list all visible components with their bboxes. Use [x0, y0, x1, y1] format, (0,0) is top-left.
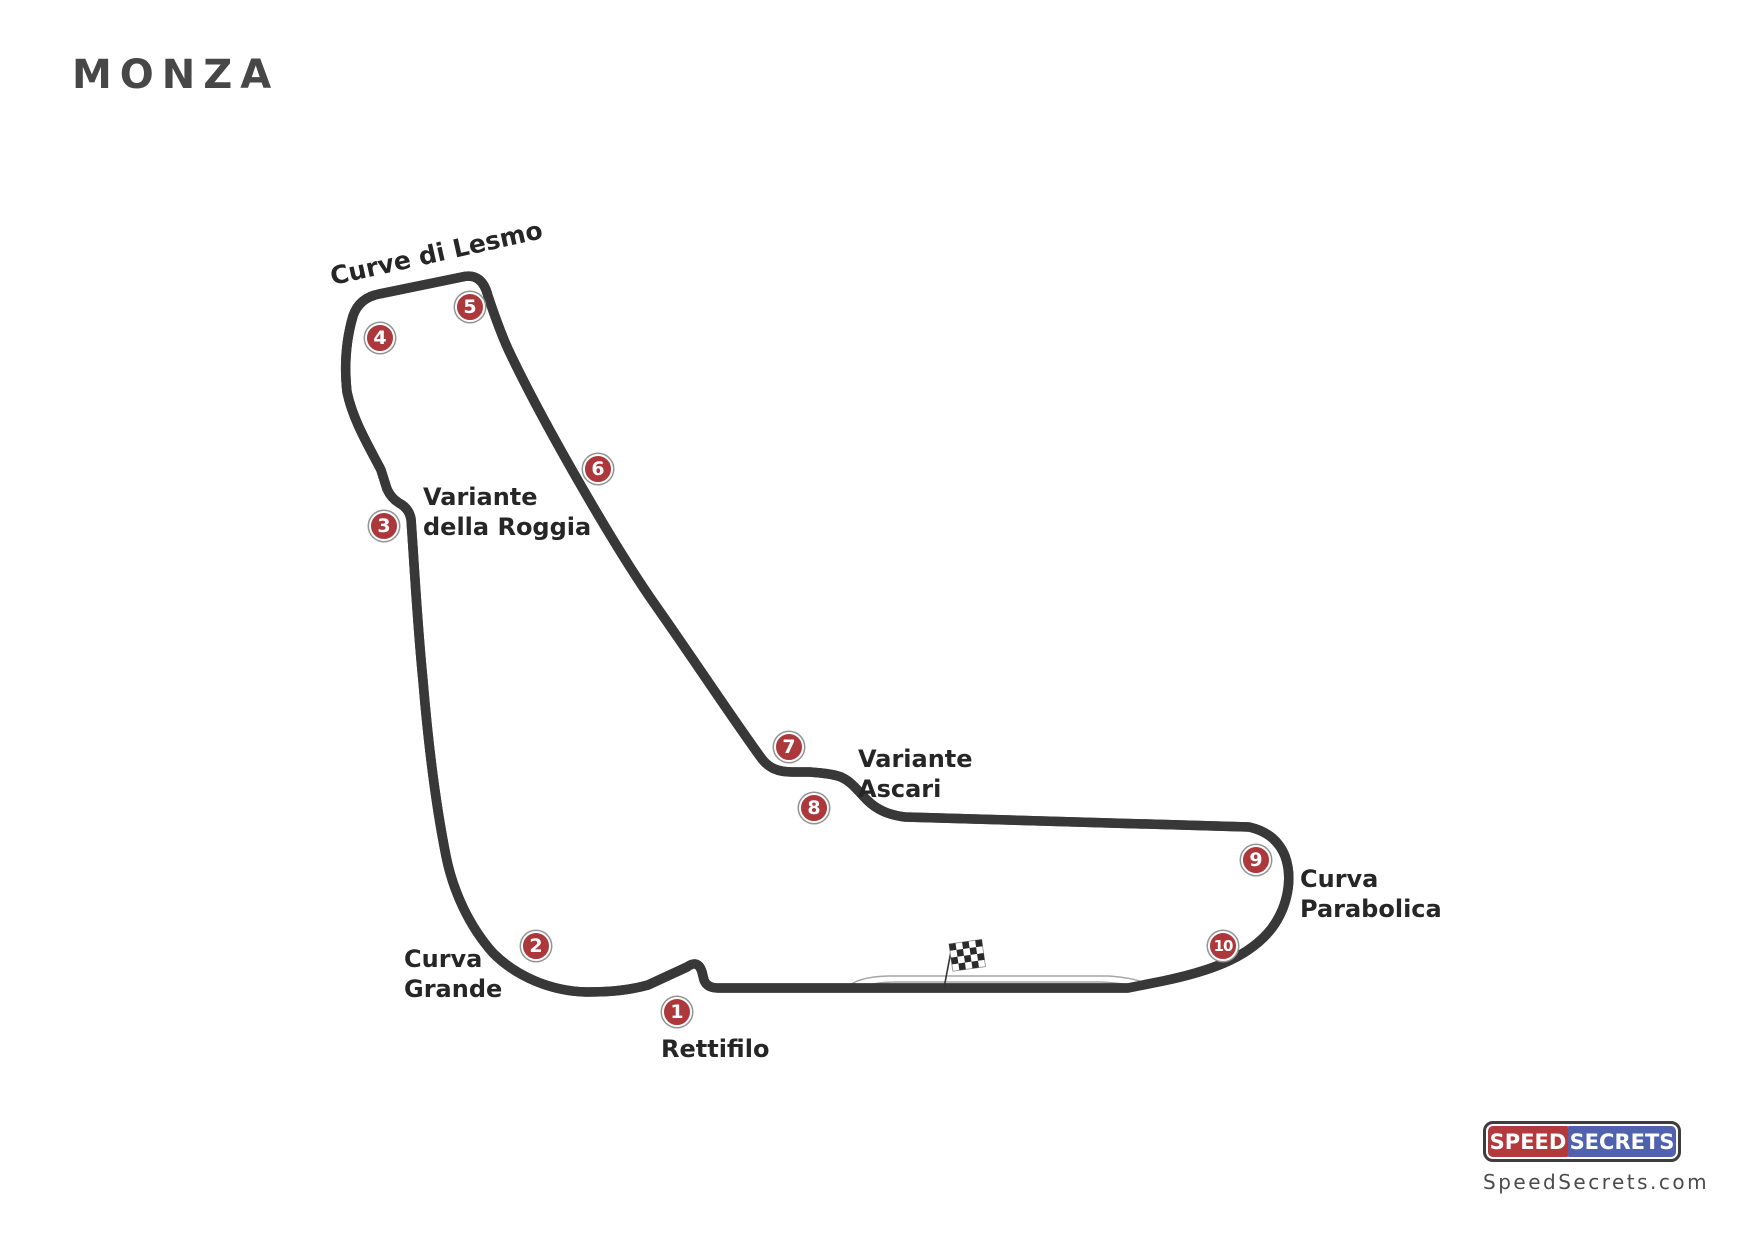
- label-line: Parabolica: [1300, 895, 1442, 923]
- logo-secrets-text: SECRETS: [1568, 1126, 1676, 1157]
- corner-marker-7: 7: [774, 732, 804, 762]
- label-variante-ascari: Variante Ascari: [858, 744, 973, 804]
- corner-marker-4: 4: [365, 323, 395, 353]
- corner-marker-2: 2: [521, 931, 551, 961]
- corner-marker-6: 6: [583, 454, 613, 484]
- label-line: Variante: [858, 745, 973, 773]
- corner-marker-1: 1: [662, 997, 692, 1027]
- label-line: della Roggia: [423, 513, 592, 541]
- label-curva-grande: Curva Grande: [404, 944, 502, 1004]
- label-line: Ascari: [858, 775, 942, 803]
- label-rettifilo: Rettifilo: [661, 1035, 770, 1063]
- corner-marker-5: 5: [455, 292, 485, 322]
- label-curva-parabolica: Curva Parabolica: [1300, 864, 1442, 924]
- label-line: Curva: [404, 945, 483, 973]
- checkered-flag-icon: [943, 938, 986, 989]
- page-title: MONZA: [72, 52, 280, 98]
- track-outline: [346, 276, 1289, 997]
- logo-speed-text: SPEED: [1488, 1126, 1568, 1157]
- logo-website: SpeedSecrets.com: [1483, 1170, 1710, 1194]
- label-line: Grande: [404, 975, 503, 1003]
- label-line: Variante: [423, 483, 538, 511]
- corner-marker-3: 3: [369, 511, 399, 541]
- corner-marker-8: 8: [799, 793, 829, 823]
- logo-badge: SPEED SECRETS: [1483, 1121, 1681, 1162]
- speed-secrets-logo: SPEED SECRETS SpeedSecrets.com: [1483, 1121, 1709, 1194]
- corner-marker-10: 10: [1208, 931, 1238, 961]
- label-variante-della-roggia: Variante della Roggia: [423, 482, 591, 542]
- label-line: Curva: [1300, 865, 1379, 893]
- corner-marker-9: 9: [1241, 845, 1271, 875]
